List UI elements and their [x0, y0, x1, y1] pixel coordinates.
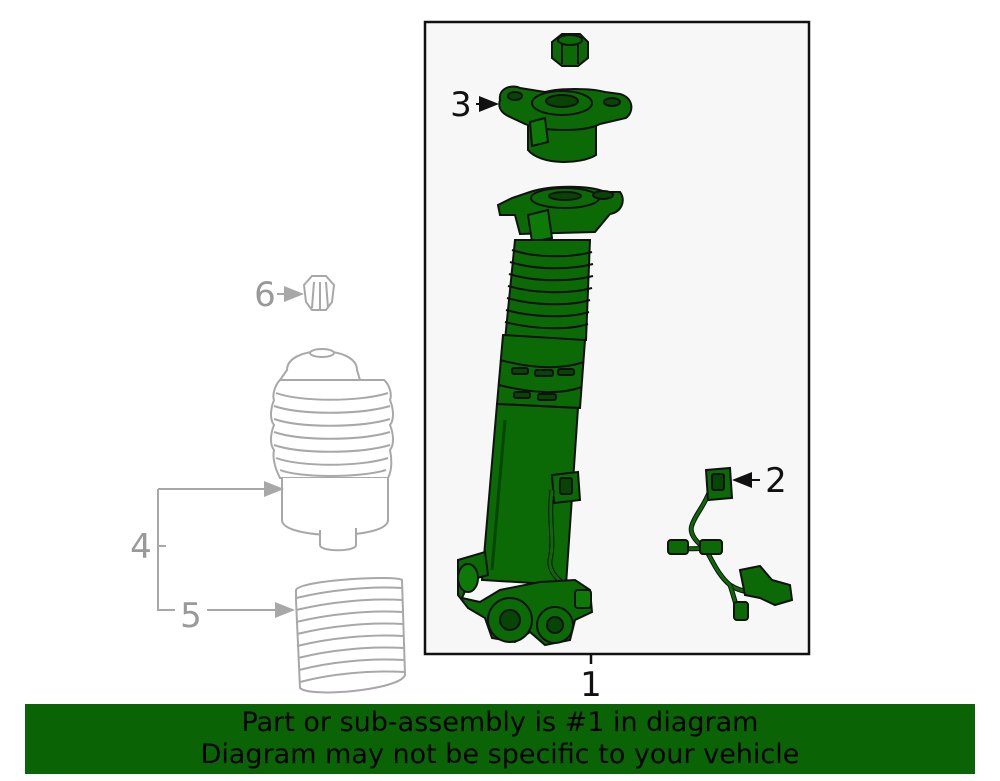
banner-line-2: Diagram may not be specific to your vehi… [200, 739, 800, 770]
upper-mount[interactable] [498, 85, 633, 163]
sensor-harness[interactable] [667, 466, 794, 621]
top-nut[interactable] [551, 33, 589, 67]
callout-5: 5 [180, 596, 202, 636]
banner-line-1: Part or sub-assembly is #1 in diagram [241, 707, 759, 738]
callout-6: 6 [254, 275, 276, 315]
notice-banner: Part or sub-assembly is #1 in diagram Di… [25, 704, 975, 774]
strut-assembly[interactable] [457, 185, 624, 647]
callout-1: 1 [580, 665, 602, 705]
callout-4: 4 [130, 527, 152, 567]
callout-2: 2 [765, 461, 787, 501]
air-spring [270, 348, 394, 552]
dust-boot [295, 577, 407, 694]
callout-3: 3 [450, 85, 472, 125]
bump-stop-cap [302, 275, 336, 311]
callout-4-bracket [157, 489, 175, 611]
